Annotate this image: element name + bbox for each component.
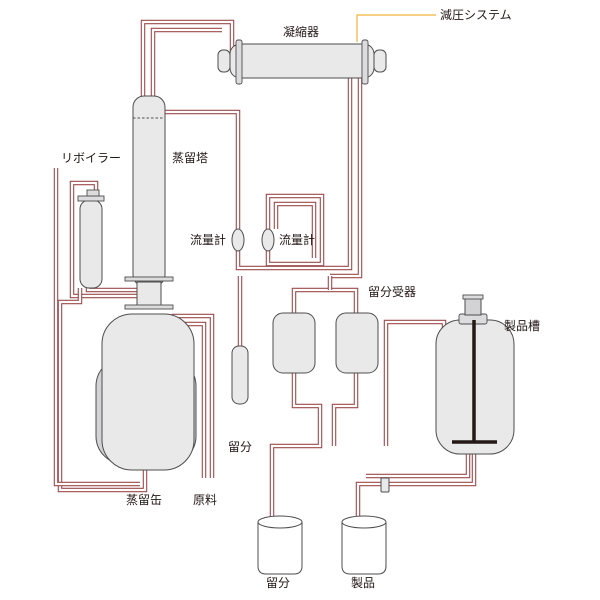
fraction-outlet-label: 留分 <box>228 440 252 454</box>
product-container-label: 製品 <box>351 576 375 590</box>
condenser <box>217 39 387 85</box>
still-pot <box>95 313 197 471</box>
pipe-condenser-to-flow <box>330 78 363 279</box>
pipe-condenser-to-flow-bore <box>330 78 362 278</box>
pipe-reboiler-feed-bore <box>86 288 137 292</box>
raw-material-label: 原料 <box>193 493 217 507</box>
pipe-flowmeter-right-down-bore <box>274 202 316 258</box>
distillation-tower-label: 蒸留塔 <box>172 151 208 165</box>
vacuum-system-leader <box>356 14 436 42</box>
condenser-label: 凝縮器 <box>283 24 319 39</box>
pipe-tank-outlet <box>355 454 477 518</box>
flowmeter-right-label: 流量計 <box>279 232 315 247</box>
pipe-reflux-to-tower <box>165 109 241 229</box>
product-valve <box>380 477 390 493</box>
fraction-container <box>257 515 303 575</box>
pipe-tank-outlet-bore <box>356 454 476 518</box>
pipe-receiver-header-left <box>291 287 359 313</box>
pipe-reboiler-bottom-loop-bore <box>54 168 140 486</box>
pipe-reboiler-return-bore <box>70 181 137 298</box>
fraction-receiver-label: 留分受器 <box>368 285 416 299</box>
pipe-receiver-right-out <box>331 373 359 446</box>
pipe-tank-outlet-2 <box>366 454 471 479</box>
pipe-tower-vapor-line-bore <box>151 28 222 98</box>
pipe-receiver-header-left-bore <box>292 288 358 313</box>
pipe-flowmeter-right-down <box>273 201 317 258</box>
pipe-receiver-right-out-bore <box>332 373 358 446</box>
pipe-flowmeter-right-up-bore <box>266 194 324 266</box>
fraction-sight-glass <box>231 345 249 405</box>
product-container <box>341 515 387 575</box>
fraction-container-label: 留分 <box>266 576 290 590</box>
flowmeter-left-label: 流量計 <box>190 232 226 247</box>
reboiler <box>77 189 105 289</box>
fraction-receiver <box>272 312 379 374</box>
pipe-reboiler-recycle-bore <box>58 288 147 492</box>
reboiler-label: リボイラー <box>61 151 121 165</box>
still-pot-label: 蒸留缶 <box>126 493 162 507</box>
pipe-tower-to-condenser-bore <box>141 20 234 98</box>
flowmeter-right <box>261 228 275 252</box>
pipe-receiver-left-out-bore <box>270 373 322 518</box>
product-tank-label: 製品槽 <box>504 319 540 333</box>
pipe-tank-outlet-2-bore <box>366 454 470 478</box>
pipe-tank-feed <box>383 319 447 446</box>
pipe-tower-vapor-line <box>150 27 222 98</box>
product-tank <box>435 294 515 455</box>
flowmeter-left <box>231 228 245 252</box>
pipe-condenser-to-receiver-bore <box>236 78 352 270</box>
pipe-tank-feed-bore <box>384 320 446 446</box>
vacuum-system-label: 減圧システム <box>440 7 512 22</box>
pipe-reflux-to-tower-bore <box>165 110 240 229</box>
distillation-tower <box>124 95 174 310</box>
